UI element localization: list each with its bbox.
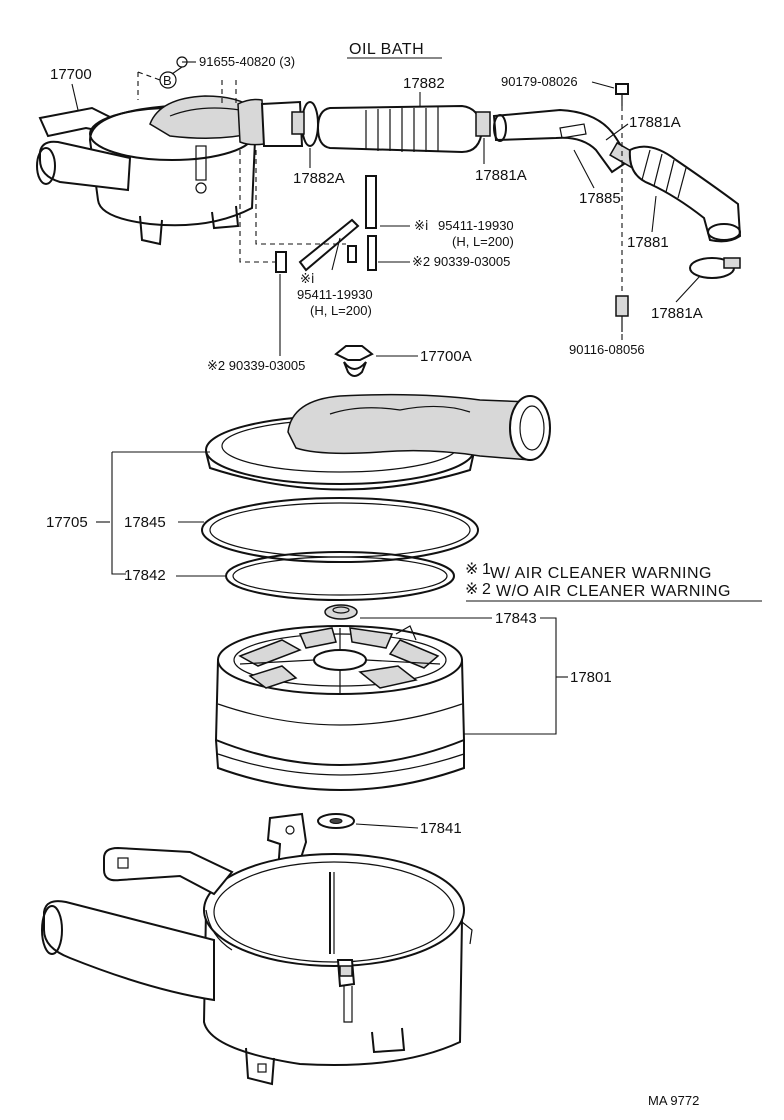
footer-code: MA 9772	[648, 1093, 699, 1108]
note-1-mark: ※	[465, 561, 479, 578]
label-91655-40820: 91655-40820 (3)	[199, 54, 295, 69]
label-90339-left: ※2 90339-03005	[207, 358, 305, 373]
filter-element	[214, 625, 466, 791]
oil-bath-case	[41, 812, 473, 1086]
note-2-text: W/O AIR CLEANER WARNING	[496, 583, 731, 600]
air-cleaner-assembly-top: B	[36, 71, 265, 246]
label-17841: 17841	[420, 820, 462, 837]
label-17882: 17882	[403, 75, 445, 92]
label-95411-left-size: (H, L=200)	[310, 303, 372, 318]
label-90179-08026: 90179-08026	[501, 74, 578, 89]
label-17881A-mid: 17881A	[475, 167, 527, 184]
label-95411-right-mark: ※ⅰ	[414, 218, 429, 233]
label-90339-right: ※2 90339-03005	[412, 254, 510, 269]
gasket-17842	[225, 551, 455, 601]
label-17843: 17843	[495, 610, 537, 627]
label-17700A: 17700A	[420, 348, 472, 365]
breather-pipes	[239, 150, 377, 273]
label-90116-08056: 90116-08056	[569, 342, 645, 357]
label-17700: 17700	[50, 66, 92, 83]
label-95411-left-mark: ※ⅰ	[300, 271, 315, 286]
label-17842: 17842	[124, 567, 166, 584]
label-17881A-lower: 17881A	[651, 305, 703, 322]
note-1-num: 1	[482, 561, 491, 578]
label-17881: 17881	[627, 234, 669, 251]
diagram-title: OIL BATH	[349, 41, 424, 58]
label-17882A: 17882A	[293, 170, 345, 187]
ref-b-circle	[159, 71, 177, 89]
label-17845: 17845	[124, 514, 166, 531]
label-17801: 17801	[570, 669, 612, 686]
intake-hose-row	[260, 83, 742, 332]
wing-nut	[334, 345, 374, 377]
note-1-text: W/ AIR CLEANER WARNING	[490, 565, 712, 582]
label-95411-left: 95411-19930	[297, 287, 373, 302]
gasket-17845	[201, 497, 479, 563]
note-2-mark: ※	[465, 581, 479, 598]
label-95411-right-size: (H, L=200)	[452, 234, 514, 249]
label-17885: 17885	[579, 190, 621, 207]
ref-b-letter: B	[163, 73, 172, 88]
note-2-num: 2	[482, 581, 491, 598]
air-cleaner-cover	[205, 393, 551, 491]
label-17705: 17705	[46, 514, 88, 531]
label-95411-right: 95411-19930	[438, 218, 514, 233]
label-17881A-upper-right: 17881A	[629, 114, 681, 131]
notes-block: ※ 1 W/ AIR CLEANER WARNING ※ 2 W/O AIR C…	[465, 561, 762, 602]
